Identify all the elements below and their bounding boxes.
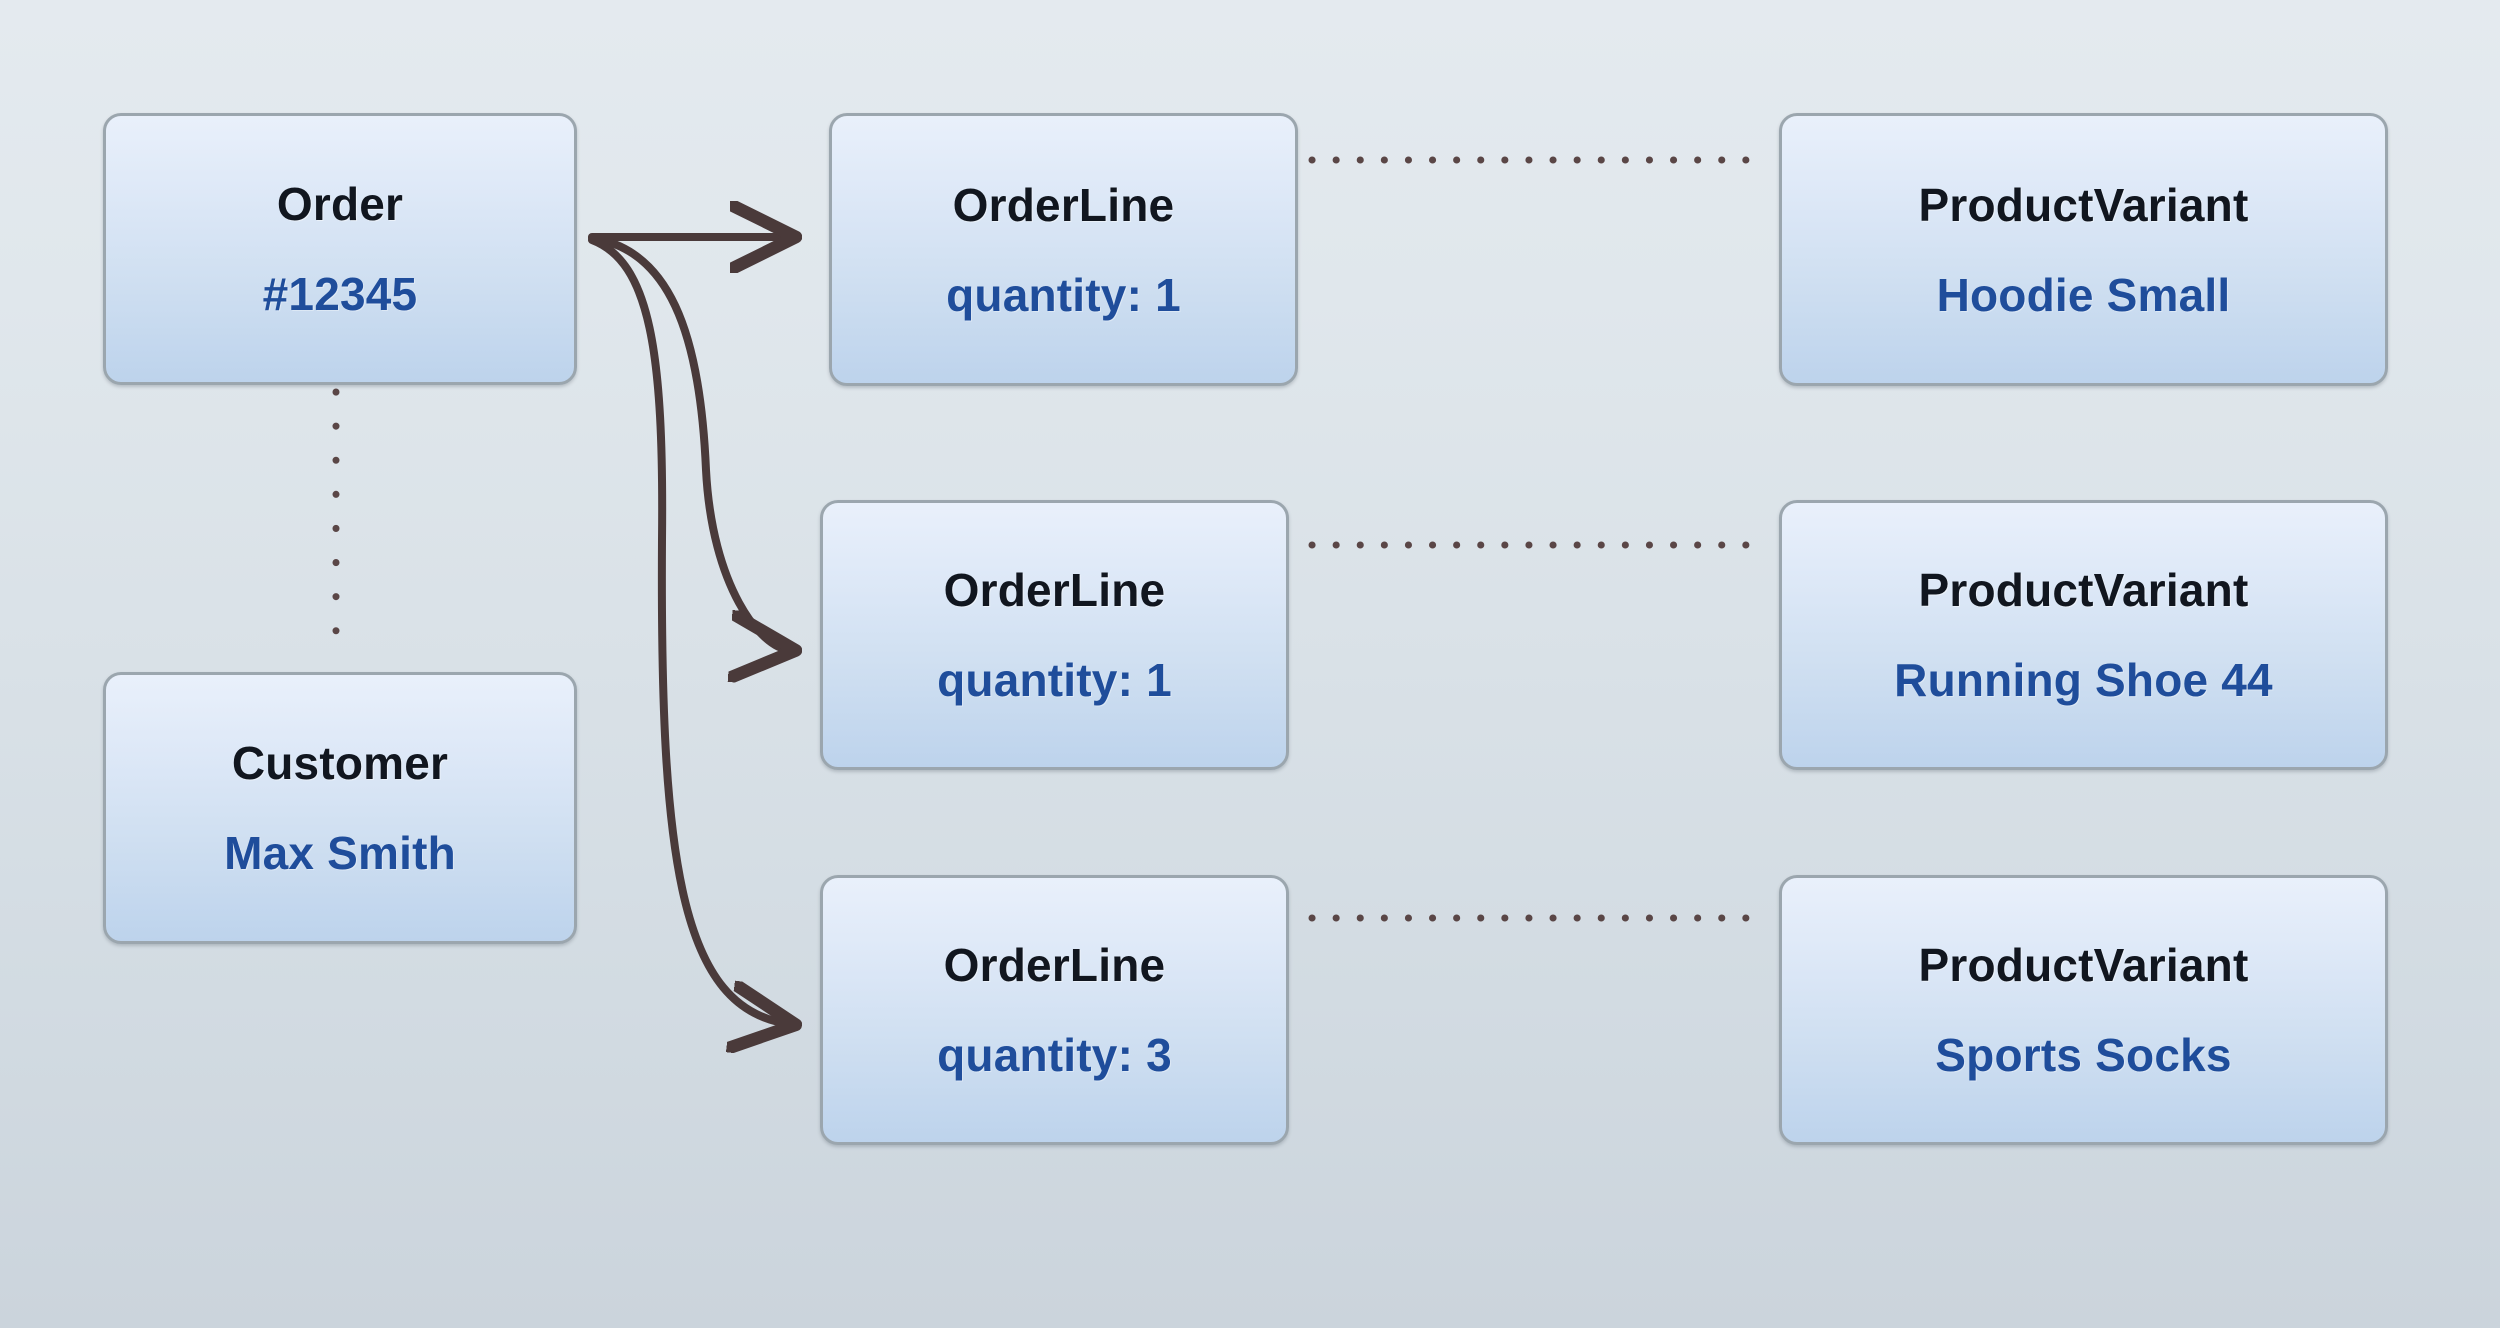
- node-orderline-2-title: OrderLine: [943, 564, 1166, 616]
- node-order-title: Order: [276, 178, 404, 230]
- node-productvariant-2[interactable]: ProductVariant Running Shoe 44: [1779, 500, 2388, 770]
- node-customer[interactable]: Customer Max Smith: [103, 672, 577, 944]
- node-productvariant-2-value: Running Shoe 44: [1894, 654, 2273, 706]
- node-orderline-3-title: OrderLine: [943, 939, 1166, 991]
- node-productvariant-1-title: ProductVariant: [1918, 178, 2249, 231]
- node-productvariant-1-value: Hoodie Small: [1936, 268, 2231, 321]
- node-productvariant-1[interactable]: ProductVariant Hoodie Small: [1779, 113, 2388, 386]
- node-orderline-1[interactable]: OrderLine quantity: 1: [829, 113, 1298, 386]
- node-customer-value: Max Smith: [224, 827, 456, 879]
- node-order[interactable]: Order #12345: [103, 113, 577, 385]
- node-customer-title: Customer: [231, 737, 449, 789]
- node-productvariant-3[interactable]: ProductVariant Sports Socks: [1779, 875, 2388, 1145]
- node-order-value: #12345: [262, 268, 418, 320]
- node-orderline-1-value: quantity: 1: [946, 268, 1181, 321]
- node-orderline-3-value: quantity: 3: [937, 1029, 1172, 1081]
- edge-order-to-orderline-3: [588, 236, 790, 1024]
- node-orderline-3[interactable]: OrderLine quantity: 3: [820, 875, 1289, 1145]
- node-productvariant-2-title: ProductVariant: [1918, 564, 2249, 616]
- node-orderline-2-value: quantity: 1: [937, 654, 1172, 706]
- node-orderline-2[interactable]: OrderLine quantity: 1: [820, 500, 1289, 770]
- node-productvariant-3-value: Sports Socks: [1935, 1029, 2232, 1081]
- node-orderline-1-title: OrderLine: [952, 178, 1175, 231]
- node-productvariant-3-title: ProductVariant: [1918, 939, 2249, 991]
- edge-order-to-orderline-2: [588, 234, 790, 650]
